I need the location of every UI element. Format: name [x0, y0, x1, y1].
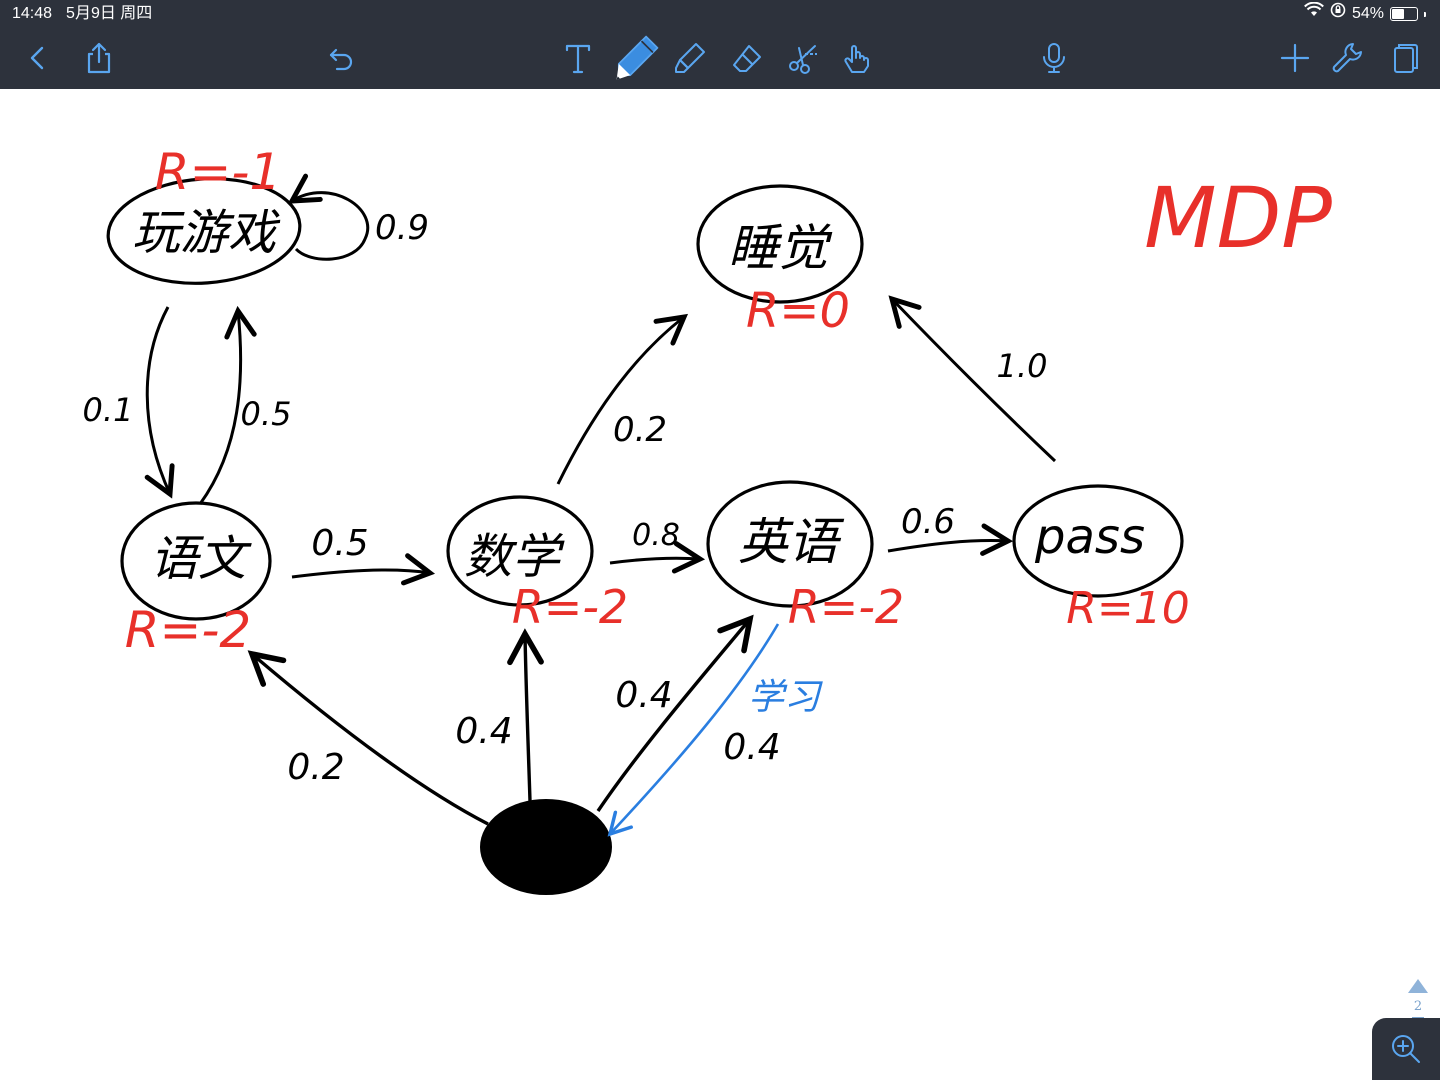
back-icon	[30, 46, 44, 70]
edge-play-to-chinese	[144, 306, 175, 499]
edge-dot-to-english	[596, 614, 754, 812]
node-english-label: 英语	[738, 513, 845, 571]
start-dot	[480, 799, 612, 895]
pages-icon	[1394, 44, 1418, 73]
node-play-outline	[106, 177, 302, 285]
battery-icon	[1390, 7, 1418, 21]
highlighter-tool-button[interactable]	[668, 34, 712, 82]
undo-button[interactable]	[318, 34, 362, 82]
node-math-outline	[446, 495, 594, 607]
node-play-label: 玩游戏	[132, 205, 281, 261]
action-label-study: 学习	[748, 677, 823, 718]
reward-english: R=-2	[788, 580, 904, 634]
battery-tip	[1424, 11, 1426, 17]
battery-percent: 54%	[1351, 5, 1384, 22]
page-divider	[1412, 1017, 1424, 1018]
edge-label-pass-to-sleep: 1.0	[997, 347, 1048, 385]
lasso-tool-button[interactable]	[781, 34, 825, 82]
edge-math-to-english	[609, 541, 706, 574]
reward-math: R=-2	[512, 580, 628, 634]
mdp-diagram: 玩游戏 睡觉 语文 数学 英语 pass R=-1 R=0 R=-2 R=-2 …	[83, 143, 1332, 895]
highlighter-tool-icon	[675, 43, 705, 73]
status-date: 5月9日 周四	[66, 5, 153, 22]
edge-play-self	[287, 173, 369, 261]
node-chinese-outline	[120, 501, 272, 621]
reward-play: R=-1	[155, 143, 282, 201]
reward-sleep: R=0	[746, 283, 850, 339]
reward-chinese: R=-2	[125, 601, 252, 659]
microphone-icon	[1043, 43, 1065, 73]
microphone-button[interactable]	[1032, 34, 1076, 82]
edge-label-english-to-pass: 0.6	[901, 502, 955, 542]
node-math-label: 数学	[464, 529, 565, 585]
edge-label-math-to-english: 0.8	[632, 518, 680, 553]
node-sleep-outline	[696, 184, 864, 304]
eraser-tool-button[interactable]	[725, 34, 769, 82]
edge-english-to-pass	[887, 523, 1014, 556]
node-pass-label: pass	[1034, 509, 1145, 565]
hand-tool-button[interactable]	[834, 34, 878, 82]
edge-dot-to-math	[507, 628, 544, 802]
status-time: 14:48	[12, 5, 53, 22]
undo-icon	[329, 48, 353, 71]
wifi-icon	[1304, 0, 1324, 28]
lasso-scissors-icon	[789, 45, 817, 74]
hand-pointer-icon	[844, 45, 869, 73]
back-button[interactable]	[16, 34, 60, 82]
zoom-button[interactable]	[1372, 1018, 1440, 1080]
share-button[interactable]	[77, 34, 121, 82]
node-pass-outline	[1012, 484, 1184, 598]
node-chinese-label: 语文	[150, 531, 252, 587]
edge-label-english-to-dot: 0.4	[723, 727, 780, 768]
reward-pass: R=10	[1066, 583, 1189, 634]
pages-button[interactable]	[1381, 34, 1425, 82]
edge-label-dot-to-english: 0.4	[615, 675, 672, 716]
edge-dot-to-chinese	[247, 650, 489, 826]
battery-fill	[1392, 9, 1404, 19]
edge-label-dot-to-math: 0.4	[455, 711, 512, 752]
edge-label-play-self: 0.9	[375, 208, 429, 248]
eraser-tool-icon	[733, 45, 761, 72]
edge-label-chinese-to-play: 0.5	[241, 395, 292, 433]
edge-chinese-to-math	[291, 553, 436, 586]
edge-label-dot-to-chinese: 0.2	[287, 747, 344, 788]
current-page: 2	[1413, 999, 1423, 1014]
share-icon	[87, 42, 111, 74]
note-canvas[interactable]: 玩游戏 睡觉 语文 数学 英语 pass R=-1 R=0 R=-2 R=-2 …	[0, 89, 1440, 1080]
zoom-in-icon	[1392, 1035, 1420, 1063]
text-tool-icon	[565, 44, 591, 74]
status-bar: 14:48 5月9日 周四 54%	[0, 0, 1440, 28]
toolbar: 14:48 5月9日 周四 54%	[0, 0, 1440, 89]
settings-button[interactable]	[1325, 34, 1369, 82]
text-tool-button[interactable]	[556, 34, 600, 82]
node-english-outline	[706, 480, 874, 608]
edge-math-to-sleep	[556, 313, 689, 485]
pen-tool-button[interactable]	[611, 30, 663, 84]
wrench-settings-icon	[1332, 43, 1362, 73]
edge-label-play-to-chinese: 0.1	[83, 391, 134, 429]
orientation-lock-icon	[1330, 0, 1346, 28]
add-page-icon	[1280, 43, 1310, 73]
edge-label-chinese-to-math: 0.5	[311, 523, 368, 564]
previous-page-button[interactable]	[1408, 979, 1428, 993]
edge-english-to-dot	[607, 623, 780, 837]
add-page-button[interactable]	[1273, 34, 1317, 82]
edge-chinese-to-play	[198, 305, 257, 505]
edge-pass-to-sleep	[888, 295, 1057, 463]
node-sleep-label: 睡觉	[728, 219, 833, 277]
pen-tool-icon	[616, 35, 659, 80]
edge-label-math-to-sleep: 0.2	[613, 410, 667, 450]
diagram-title: MDP	[1144, 169, 1332, 267]
